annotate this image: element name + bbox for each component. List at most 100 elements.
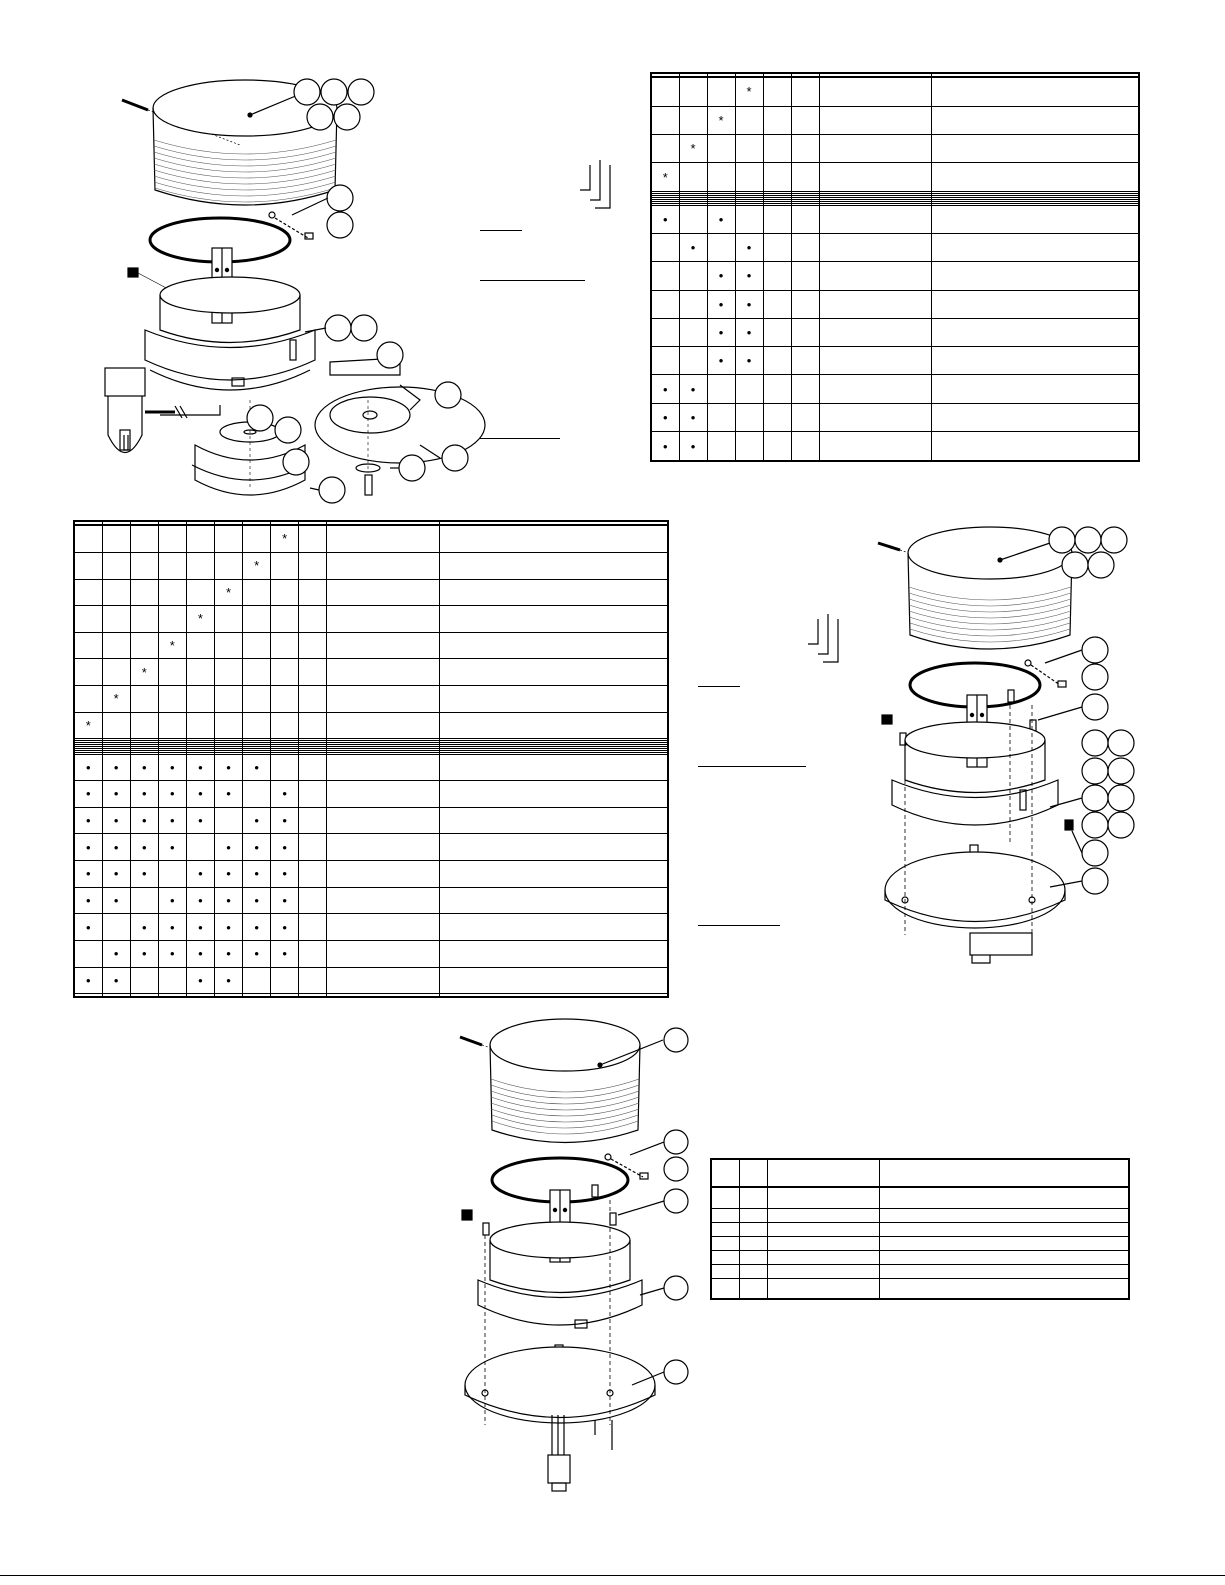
table-cell: * xyxy=(213,578,244,607)
table-cell xyxy=(818,204,932,235)
table-cell xyxy=(298,913,328,941)
table-cell xyxy=(101,631,131,660)
table-row: * xyxy=(650,76,1140,107)
table-cell xyxy=(185,524,215,553)
table-cell xyxy=(157,685,187,713)
table-cell xyxy=(438,780,669,808)
table-cell xyxy=(326,524,440,553)
table-cell xyxy=(818,162,932,192)
table-cell xyxy=(762,105,792,136)
table-row: •••• xyxy=(73,966,669,995)
table-cell xyxy=(185,658,215,687)
table-cell xyxy=(930,134,1140,164)
base-housing xyxy=(891,721,1059,826)
table-cell xyxy=(734,374,764,404)
table-cell xyxy=(762,134,792,164)
table-cell: • xyxy=(129,780,159,808)
table-cell xyxy=(766,1158,881,1188)
table-cell xyxy=(129,605,159,633)
table-cell: • xyxy=(270,860,300,888)
table-cell: • xyxy=(73,860,103,888)
table-cell xyxy=(818,233,932,263)
table-cell xyxy=(129,886,159,915)
table-cell xyxy=(766,1221,881,1237)
table-row xyxy=(710,1249,1130,1265)
table-cell: • xyxy=(678,431,708,462)
table-cell: * xyxy=(270,524,300,553)
table-cell xyxy=(738,1277,768,1300)
table-cell: • xyxy=(678,233,708,263)
table-cell xyxy=(818,105,932,136)
table-cell xyxy=(766,1186,881,1209)
table-cell xyxy=(930,162,1140,192)
table-cell xyxy=(101,605,131,633)
table-cell xyxy=(213,993,244,998)
table-cell xyxy=(710,1221,740,1237)
table-cell xyxy=(762,431,792,462)
table-cell: • xyxy=(242,806,272,835)
table-cell xyxy=(710,1207,740,1223)
table-cell: • xyxy=(213,833,244,862)
table-row: •• xyxy=(650,431,1140,462)
table-row xyxy=(73,520,669,526)
table-row xyxy=(73,993,669,998)
table-cell xyxy=(879,1221,1130,1237)
table-cell xyxy=(157,993,187,998)
callout-balloons xyxy=(663,1027,689,1385)
table-cell: • xyxy=(678,402,708,433)
table-row: •• xyxy=(650,204,1140,235)
table-cell xyxy=(818,402,932,433)
table-cell xyxy=(738,1235,768,1251)
table-cell xyxy=(326,886,440,915)
table-cell xyxy=(930,233,1140,263)
table-cell: • xyxy=(73,753,103,782)
table-cell xyxy=(678,105,708,136)
table-cell: • xyxy=(734,346,764,376)
connector-icon xyxy=(461,1209,473,1221)
table-cell xyxy=(818,431,932,462)
label-underline xyxy=(480,230,522,231)
table-cell xyxy=(650,76,680,107)
table-cell: • xyxy=(213,780,244,808)
table-cell: • xyxy=(650,374,680,404)
table-cell xyxy=(298,524,328,553)
table-cell: • xyxy=(650,431,680,462)
table-cell xyxy=(129,993,159,998)
table-cell xyxy=(157,658,187,687)
parts-table-bottom-right xyxy=(710,1158,1130,1300)
label-underline xyxy=(480,438,560,439)
table-cell: • xyxy=(270,833,300,862)
table-row: ••••••• xyxy=(73,913,669,941)
table-cell: • xyxy=(706,317,736,348)
table-cell xyxy=(678,346,708,376)
table-cell xyxy=(242,780,272,808)
table-cell: • xyxy=(73,833,103,862)
table-cell xyxy=(185,578,215,607)
table-row: •• xyxy=(650,261,1140,291)
table-cell xyxy=(790,317,820,348)
mounting-plate xyxy=(464,1346,656,1424)
table-row: * xyxy=(650,105,1140,136)
table-cell xyxy=(326,993,440,998)
table-cell xyxy=(734,204,764,235)
table-cell: • xyxy=(213,966,244,995)
table-cell: • xyxy=(213,753,244,782)
table-cell xyxy=(213,605,244,633)
table-cell xyxy=(157,711,187,740)
table-cell: • xyxy=(185,939,215,968)
drawing-bottom-center xyxy=(459,1018,689,1492)
table-cell: • xyxy=(242,886,272,915)
table-cell xyxy=(790,233,820,263)
table-cell xyxy=(129,685,159,713)
table-cell: • xyxy=(185,780,215,808)
table-cell xyxy=(270,605,300,633)
table-cell xyxy=(710,1235,740,1251)
table-cell xyxy=(766,1277,881,1300)
table-cell xyxy=(326,685,440,713)
table-cell xyxy=(129,711,159,740)
table-row xyxy=(710,1158,1130,1188)
table-cell xyxy=(101,658,131,687)
table-cell xyxy=(438,685,669,713)
table-cell xyxy=(298,939,328,968)
table-cell xyxy=(438,806,669,835)
